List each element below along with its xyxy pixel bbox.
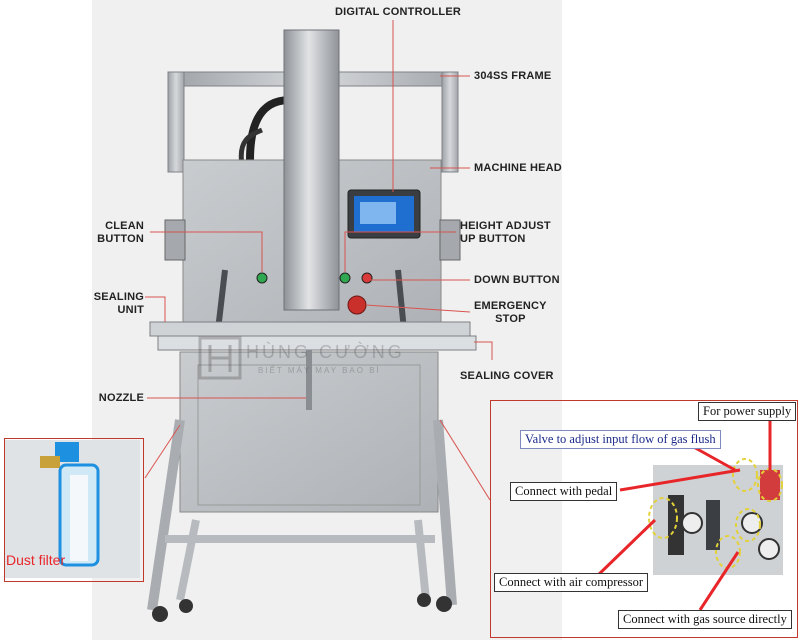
label-sealing-cover: SEALING COVER xyxy=(460,370,554,382)
up-button-shape xyxy=(339,272,351,284)
label-emergency-stop: EMERGENCY STOP xyxy=(474,300,547,325)
pneumatic-panel-photo xyxy=(648,458,783,575)
callout-air-compressor: Connect with air compressor xyxy=(494,573,649,592)
watermark-logo xyxy=(198,336,242,380)
label-machine-head: MACHINE HEAD xyxy=(474,162,562,174)
label-nozzle: NOZZLE xyxy=(98,392,144,404)
pneumatic-inset xyxy=(490,400,798,638)
watermark-tagline: BIẾT MÁY MAY BAO BÌ xyxy=(258,366,381,375)
center-column xyxy=(283,29,340,311)
callout-gas-source: Connect with gas source directly xyxy=(618,610,792,629)
callout-gas-flush-valve: Valve to adjust input flow of gas flush xyxy=(520,430,721,449)
nozzle-shape xyxy=(306,350,312,410)
callout-pedal: Connect with pedal xyxy=(510,482,618,501)
label-height-adjust-up-button: HEIGHT ADJUST UP BUTTON xyxy=(460,220,551,245)
label-clean-button: CLEAN BUTTON xyxy=(97,220,144,245)
stand-legs xyxy=(147,419,457,622)
label-digital-controller: DIGITAL CONTROLLER xyxy=(335,6,462,18)
callout-arrows xyxy=(593,420,772,611)
sealing-cover-bar xyxy=(157,335,477,351)
emergency-stop-shape xyxy=(347,295,367,315)
callout-power-supply: For power supply xyxy=(698,402,797,421)
dust-filter-photo xyxy=(5,440,140,578)
sealing-unit-bar xyxy=(149,321,471,337)
down-button-shape xyxy=(361,272,373,284)
label-304ss-frame: 304SS FRAME xyxy=(474,70,552,82)
clean-button-shape xyxy=(256,272,268,284)
label-down-button: DOWN BUTTON xyxy=(474,274,560,286)
dust-filter-inset xyxy=(4,438,144,582)
label-sealing-unit: SEALING UNIT xyxy=(93,291,144,316)
label-dust-filter: Dust filter xyxy=(6,552,66,568)
watermark-brand: HÙNG CƯỜNG xyxy=(246,342,405,362)
pointer-lines xyxy=(144,20,493,501)
